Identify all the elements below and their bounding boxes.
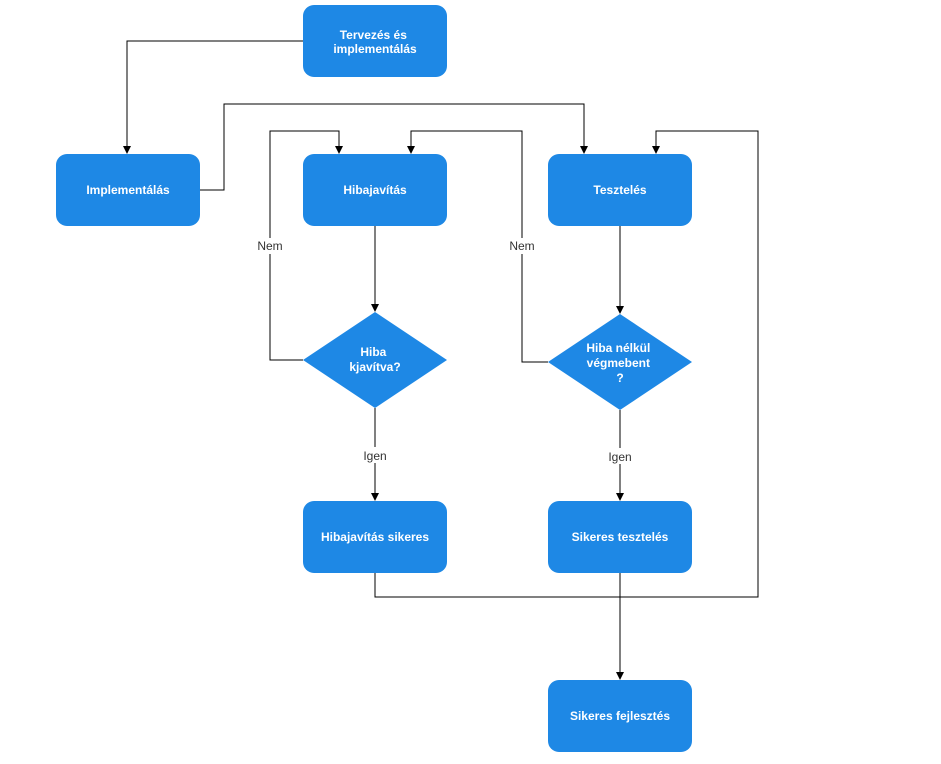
node-label-line: Hiba nélkül <box>586 341 650 355</box>
edge-label-igen-left: Igen <box>358 447 392 463</box>
node-label-line: Tervezés és <box>340 28 407 42</box>
node-label-line: Sikeres fejlesztés <box>570 709 670 723</box>
arrowhead <box>123 146 131 154</box>
edge-hibajavitas-sikeres-to-teszteles <box>374 130 759 598</box>
node-tervezes-es-implementalas[interactable]: Tervezés és implementálás <box>303 5 447 77</box>
node-label: Hibajavítás <box>343 183 407 197</box>
decision-hiba-nelkul-vegmebent[interactable]: Hiba nélkül végmebent ? <box>548 314 692 410</box>
edge-implementalas-to-teszteles <box>200 103 585 191</box>
node-label: Hiba nélkül végmebent ? <box>586 341 653 385</box>
arrowhead <box>371 493 379 501</box>
node-label-line: Hibajavítás <box>343 183 407 197</box>
node-label-line: ? <box>616 371 623 385</box>
arrowhead <box>652 146 660 154</box>
node-label-line: kjavítva? <box>349 360 400 374</box>
edge-label-nem-left: Nem <box>254 238 286 254</box>
edge-label-igen-right: Igen <box>603 448 637 464</box>
edge-label-nem-right: Nem <box>506 238 538 254</box>
arrowhead <box>616 493 624 501</box>
arrowhead <box>407 146 415 154</box>
node-hibajavitas-sikeres[interactable]: Hibajavítás sikeres <box>303 501 447 573</box>
node-sikeres-fejlesztes[interactable]: Sikeres fejlesztés <box>548 680 692 752</box>
node-label: Sikeres tesztelés <box>572 530 669 544</box>
edge-label-text: Igen <box>363 449 386 463</box>
node-label: Tesztelés <box>593 183 646 197</box>
node-label: Hibajavítás sikeres <box>321 530 429 544</box>
node-label-line: Tesztelés <box>593 183 646 197</box>
arrowhead <box>580 146 588 154</box>
node-hibajavitas[interactable]: Hibajavítás <box>303 154 447 226</box>
edge-label-text: Igen <box>608 450 631 464</box>
node-label-line: végmebent <box>587 356 650 370</box>
node-label: Sikeres fejlesztés <box>570 709 670 723</box>
arrowhead <box>371 304 379 312</box>
node-label-line: Sikeres tesztelés <box>572 530 669 544</box>
node-label-line: Hibajavítás sikeres <box>321 530 429 544</box>
edge-label-text: Nem <box>257 239 282 253</box>
node-label: Hiba kjavítva? <box>349 345 400 374</box>
edge-label-text: Nem <box>509 239 534 253</box>
node-label: Tervezés és implementálás <box>333 28 417 56</box>
node-label: Implementálás <box>86 183 170 197</box>
node-label-line: Hiba <box>360 345 386 359</box>
arrowhead <box>616 672 624 680</box>
edge-tervezes-to-implementalas <box>126 40 303 146</box>
edge-kjavitva-nem-to-hibajavitas <box>269 130 340 361</box>
node-implementalas[interactable]: Implementálás <box>56 154 200 226</box>
node-label-line: implementálás <box>333 42 417 56</box>
edge-nelkul-nem-to-hibajavitas <box>410 130 548 363</box>
node-sikeres-teszteles[interactable]: Sikeres tesztelés <box>548 501 692 573</box>
arrowhead <box>616 306 624 314</box>
node-label-line: Implementálás <box>86 183 170 197</box>
arrowhead <box>335 146 343 154</box>
node-teszteles[interactable]: Tesztelés <box>548 154 692 226</box>
decision-hiba-kjavitva[interactable]: Hiba kjavítva? <box>303 312 447 408</box>
